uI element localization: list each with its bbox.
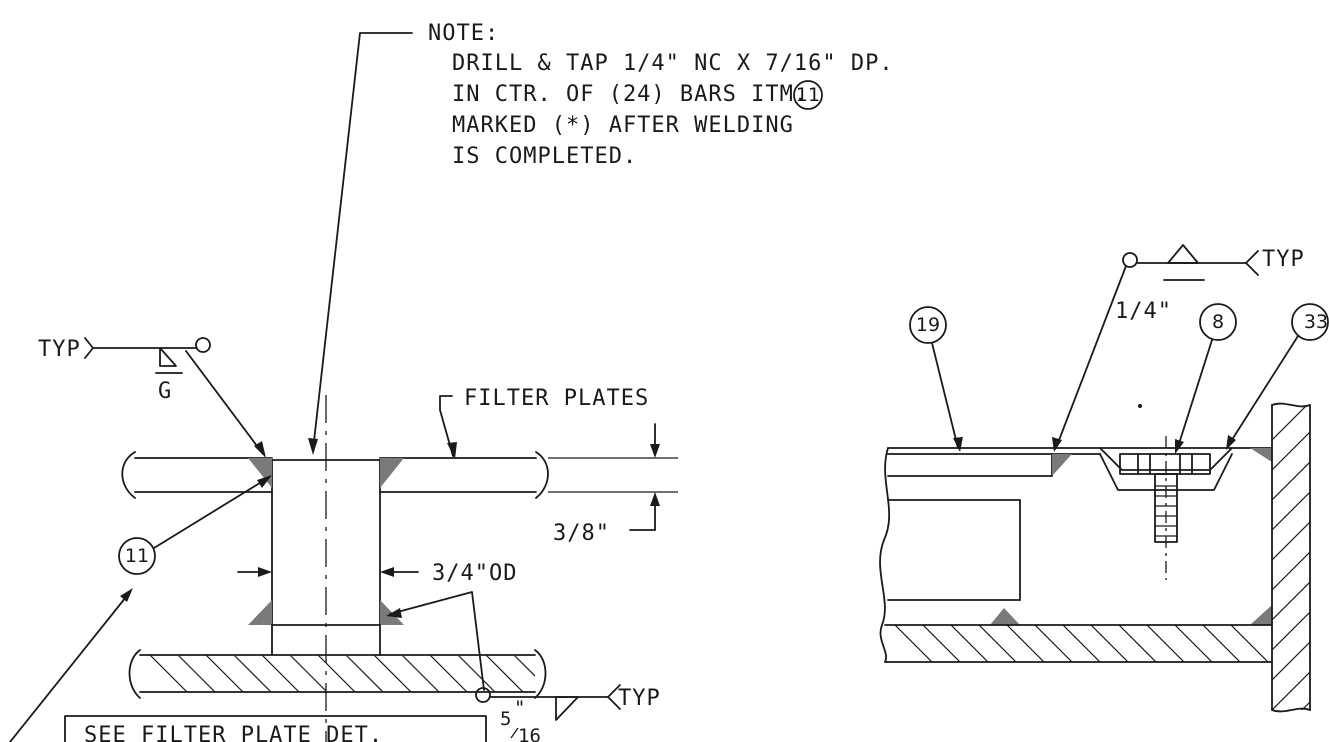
right-section-view: [879, 402, 1311, 713]
bubble-19: 19: [909, 306, 963, 452]
item-11-bubble: 11: [9, 475, 272, 742]
weld-quarter-label: 1/4": [1115, 299, 1172, 324]
weld-typ-right-label: TYP: [1262, 247, 1305, 272]
note-item-bubble: 11: [793, 80, 823, 110]
weld-g-label: G: [158, 379, 172, 404]
weld-symbol-left: TYP G: [38, 337, 266, 458]
filter-plates-callout: FILTER PLATES: [439, 386, 649, 459]
weld-symbol-right: TYP 1/4": [1052, 244, 1305, 452]
thickness-label: 3/8": [553, 521, 610, 546]
note-heading: NOTE:: [428, 21, 499, 46]
bubble-19-label: 19: [916, 314, 940, 336]
thickness-dimension: 3/8": [548, 423, 678, 546]
right-plate-hatch: [894, 625, 1269, 662]
item-11-bubble-label: 11: [125, 545, 149, 567]
weld-inch-mark: ": [514, 697, 525, 719]
bubble-33-label: 33: [1304, 311, 1328, 333]
bubble-33: 33: [1226, 303, 1329, 450]
bubble-8-label: 8: [1212, 311, 1224, 333]
see-detail-box: SEE FILTER PLATE DET.: [64, 715, 487, 742]
weld-top-right: [380, 458, 404, 488]
left-plate-hatch: [149, 655, 535, 692]
filter-plates-label: FILTER PLATES: [464, 386, 649, 411]
weld-typ-bottom-label: TYP: [618, 686, 661, 711]
weld-16-label: 16: [518, 725, 541, 742]
see-detail-label: SEE FILTER PLATE DET.: [84, 723, 383, 742]
weld-symbol-bottom: TYP 5 " 16: [386, 591, 661, 742]
note-line-1: DRILL & TAP 1/4" NC X 7/16" DP.: [452, 51, 894, 76]
od-dimension: 3/4"OD: [237, 561, 517, 586]
weld-5-label: 5: [500, 708, 511, 730]
weld-typ-left-label: TYP: [38, 337, 81, 362]
weld-bottom-right: [380, 600, 404, 625]
left-section-view: [121, 395, 549, 742]
note-line-2: IN CTR. OF (24) BARS ITM.: [452, 82, 808, 107]
weld-bottom-left: [248, 600, 272, 625]
note-item-bubble-label: 11: [796, 84, 820, 106]
note-block: NOTE: DRILL & TAP 1/4" NC X 7/16" DP. IN…: [428, 21, 894, 169]
note-line-4: IS COMPLETED.: [452, 144, 637, 169]
od-label: 3/4"OD: [432, 561, 517, 586]
note-line-3: MARKED (*) AFTER WELDING: [452, 113, 794, 138]
bubble-8: 8: [1175, 303, 1237, 454]
stray-mark: [1138, 404, 1142, 408]
note-leader: [308, 32, 413, 455]
wall-hatch: [1272, 405, 1310, 710]
